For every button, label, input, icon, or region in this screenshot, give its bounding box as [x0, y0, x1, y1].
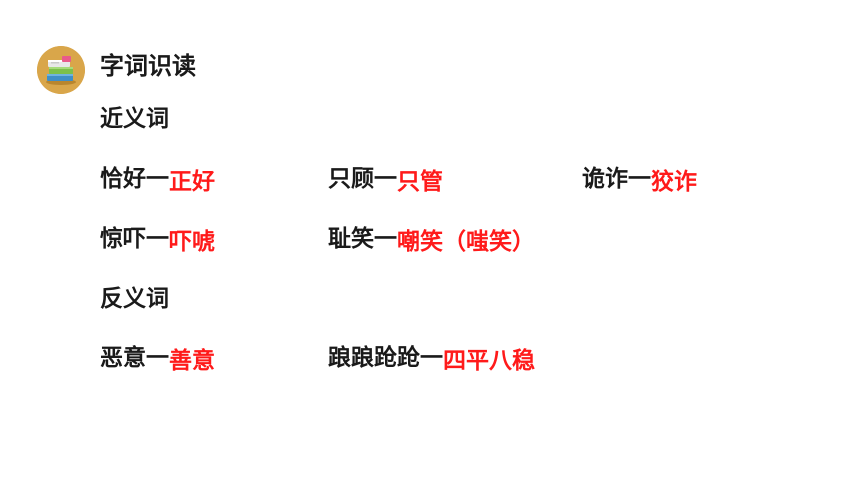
- antonym-pair: 踉踉跄跄一四平八稳: [328, 345, 535, 374]
- synonym-word: 惊吓一: [100, 226, 169, 252]
- synonym-answer: 狡诈: [651, 169, 697, 195]
- synonym-pair: 耻笑一嘲笑（嗤笑）: [328, 226, 535, 255]
- antonym-word: 恶意一: [100, 345, 169, 371]
- synonym-word: 诡诈一: [582, 166, 651, 192]
- antonyms-label: 反义词: [100, 286, 169, 312]
- synonym-answer: 嘲笑（嗤笑）: [397, 229, 535, 255]
- antonym-answer: 善意: [169, 348, 215, 374]
- synonym-pair: 惊吓一吓唬: [100, 226, 215, 255]
- synonyms-label: 近义词: [100, 106, 169, 132]
- antonym-word: 踉踉跄跄一: [328, 345, 443, 371]
- synonym-word: 恰好一: [100, 166, 169, 192]
- section-title: 字词识读: [100, 52, 196, 80]
- synonym-answer: 正好: [169, 169, 215, 195]
- synonym-pair: 恰好一正好: [100, 166, 215, 195]
- synonym-word: 耻笑一: [328, 226, 397, 252]
- synonym-answer: 只管: [397, 169, 443, 195]
- books-icon: [37, 46, 85, 94]
- antonym-answer: 四平八稳: [443, 348, 535, 374]
- synonym-pair: 只顾一只管: [328, 166, 443, 195]
- synonym-pair: 诡诈一狡诈: [582, 166, 697, 195]
- antonym-pair: 恶意一善意: [100, 345, 215, 374]
- synonym-word: 只顾一: [328, 166, 397, 192]
- synonym-answer: 吓唬: [169, 229, 215, 255]
